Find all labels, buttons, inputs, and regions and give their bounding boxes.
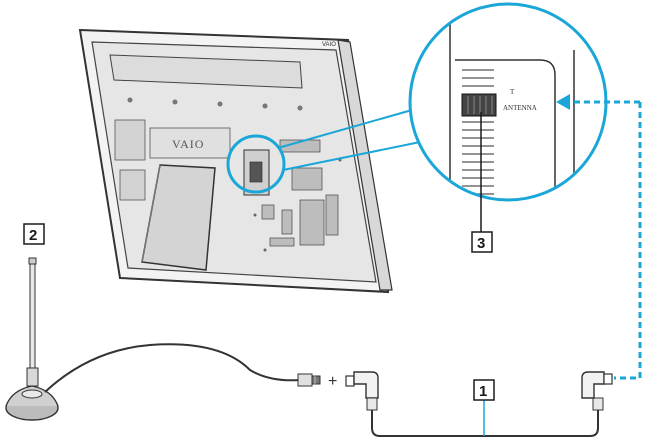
magnifier-connector-bottom	[282, 139, 431, 171]
magnified-port-view: T ANTENNA	[408, 2, 608, 202]
magnifier-connector-top	[277, 109, 413, 149]
svg-text:3: 3	[477, 235, 485, 252]
antenna-port-sublabel: ANTENNA	[503, 104, 537, 112]
dashed-cable-path	[614, 102, 642, 380]
side-ports	[261, 139, 339, 247]
computer-rear-view: VAIO VAIO	[78, 28, 393, 294]
top-recess	[109, 54, 303, 89]
computer-side-edge	[337, 39, 393, 291]
svg-text:2: 2	[29, 227, 37, 244]
plus-sign: +	[328, 373, 337, 390]
corner-brand-mark: VAIO	[322, 42, 336, 48]
adapter-cable-line	[371, 410, 599, 437]
antenna-plug	[297, 373, 321, 387]
adapter-left-tip	[345, 375, 355, 387]
callout-2-box: 2	[23, 223, 45, 245]
antenna	[5, 257, 59, 421]
connection-arrow	[556, 94, 640, 110]
callout-3-box: 3	[471, 231, 493, 253]
port-strip	[243, 149, 270, 196]
port-highlight-circle	[226, 134, 286, 194]
vent-holes	[127, 97, 303, 111]
antenna-rod	[29, 261, 36, 373]
adapter-left-elbow	[353, 371, 379, 399]
label-plate-small	[119, 169, 146, 201]
adapter-right-elbow	[581, 371, 605, 399]
antenna-port	[461, 93, 497, 117]
svg-text:1: 1	[479, 383, 487, 400]
callout-1-box: 1	[473, 379, 495, 401]
antenna-cable	[44, 343, 301, 393]
logo-plate	[149, 127, 231, 159]
antenna-port-symbol: T	[510, 88, 515, 96]
vaio-logo: VAIO	[172, 137, 204, 151]
magnified-panel	[449, 4, 556, 200]
adapter-cable	[345, 371, 613, 437]
label-plate-left	[114, 119, 146, 161]
adapter-right-tip	[603, 373, 613, 385]
